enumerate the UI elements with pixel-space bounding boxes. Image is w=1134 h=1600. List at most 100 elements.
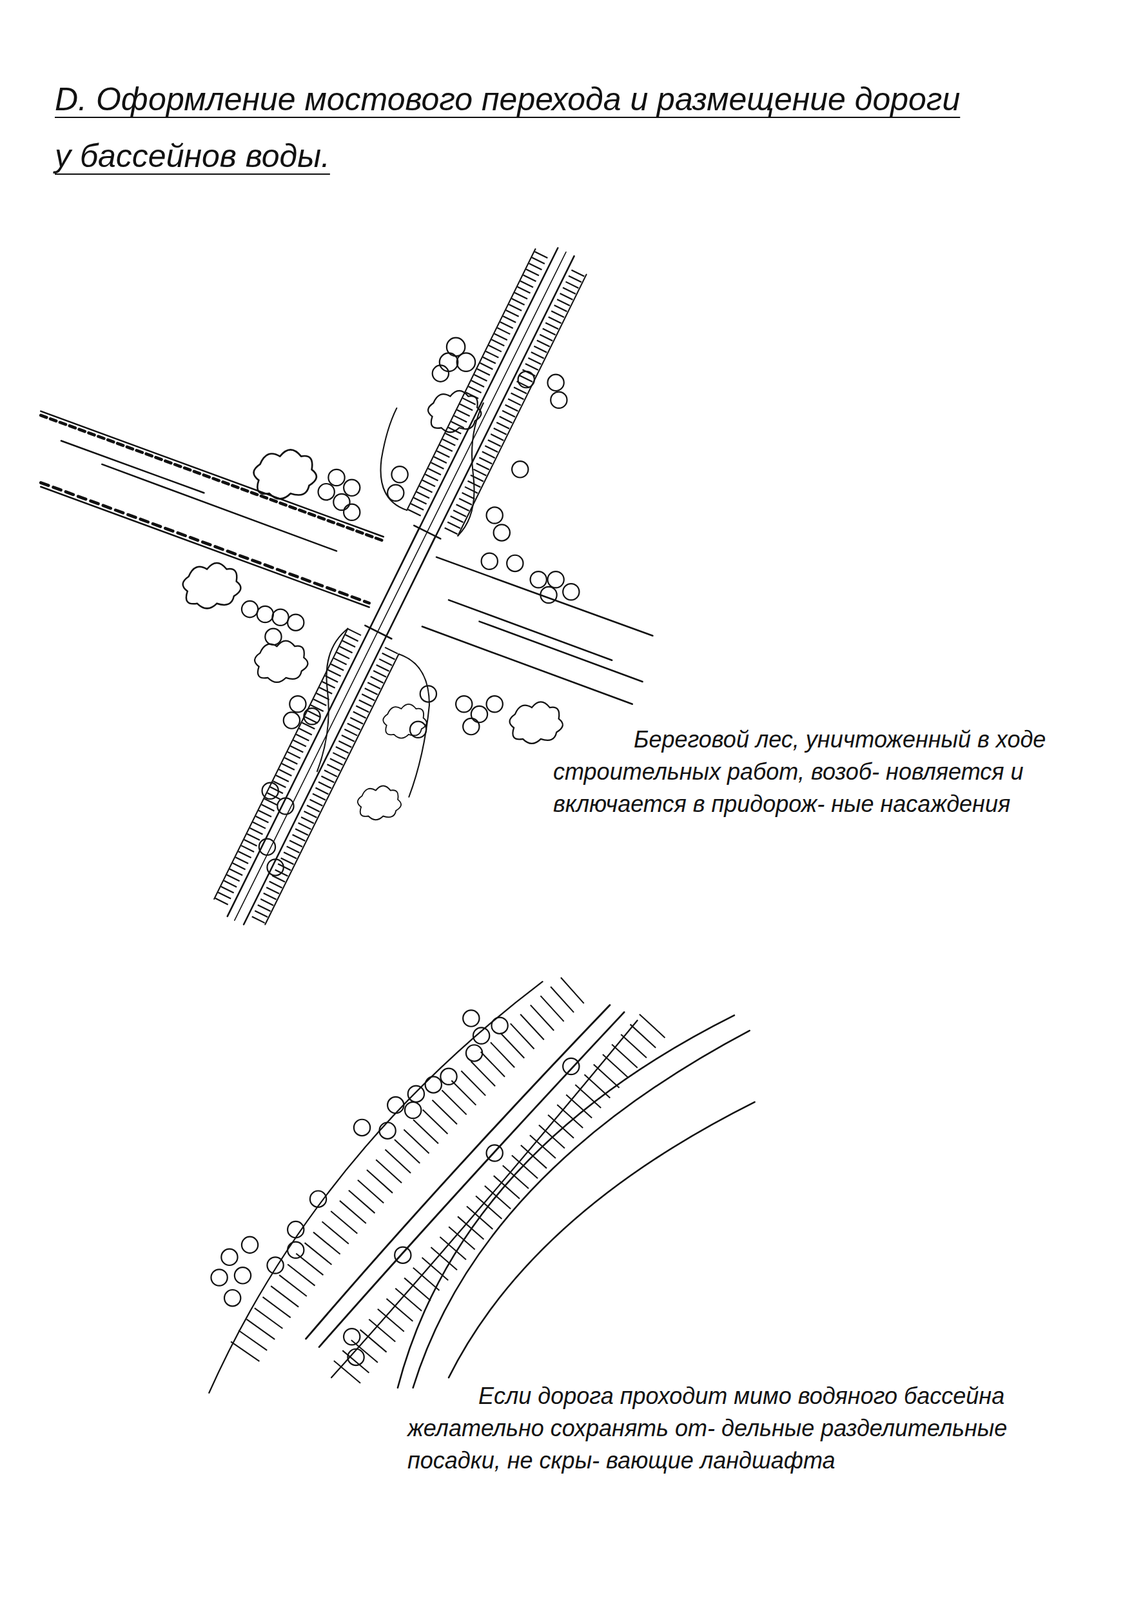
bush-symbols: [357, 785, 401, 821]
bridge-crossing: [40, 247, 653, 924]
tree-symbols: [241, 337, 580, 876]
river: [40, 411, 383, 538]
tree-symbols: [462, 718, 480, 735]
tree-symbols: [530, 571, 547, 588]
tree-symbols: [432, 364, 449, 382]
river: [397, 1014, 735, 1388]
road: [306, 1005, 625, 1347]
annotation-note: Береговой лес, уничтоженный в ходе строи…: [553, 723, 1108, 821]
bush-symbols: [428, 390, 481, 432]
tree-symbols: [511, 460, 528, 478]
river: [448, 1101, 755, 1378]
tree-symbols: [241, 600, 258, 617]
slope-edge: [208, 981, 637, 1393]
river: [40, 411, 653, 704]
tree-symbols: [343, 1328, 360, 1345]
tree-symbols: [486, 506, 503, 523]
tree-symbols: [466, 1044, 483, 1061]
tree-symbols: [547, 571, 564, 588]
tree-symbols: [287, 1221, 304, 1238]
slope-hatching: [450, 270, 579, 532]
slope-edge: [380, 408, 407, 510]
slope-edge: [208, 981, 543, 1393]
river: [436, 557, 653, 636]
slope-hatching: [221, 252, 579, 920]
road: [364, 625, 392, 639]
tree-symbols: [264, 628, 282, 645]
tree-symbols: [310, 1190, 327, 1207]
road: [227, 247, 559, 916]
slope-edge: [398, 653, 429, 797]
tree-symbols: [491, 1017, 508, 1034]
tree-symbols: [343, 504, 360, 521]
slope-hatching: [244, 989, 654, 1372]
river: [40, 415, 383, 541]
tree-symbols: [287, 1241, 304, 1258]
tree-symbols: [481, 553, 498, 570]
tree-symbols: [486, 1144, 503, 1161]
tree-symbols: [283, 711, 300, 728]
tree-symbols: [540, 586, 557, 603]
tree-symbols: [272, 609, 289, 626]
bush-symbols: [254, 640, 308, 683]
tree-symbols: [550, 391, 567, 409]
tree-symbols: [420, 685, 437, 702]
bush-symbols: [183, 562, 242, 608]
tree-symbols: [506, 555, 523, 572]
tree-symbols: [518, 371, 535, 388]
bush-symbols: [183, 390, 563, 820]
tree-symbols: [379, 1121, 396, 1138]
road-by-water: [208, 981, 755, 1393]
river: [40, 486, 369, 608]
bush-symbols: [382, 703, 427, 739]
tree-symbols: [287, 614, 304, 631]
tree-symbols: [425, 1075, 442, 1093]
road: [413, 525, 441, 539]
slope-hatching: [346, 1025, 654, 1372]
tree-symbols: [486, 695, 503, 712]
river: [61, 440, 204, 494]
river: [413, 1030, 750, 1388]
tree-symbols: [387, 1096, 404, 1113]
slope-edge: [331, 1019, 638, 1378]
river: [101, 464, 337, 551]
page-title: D. Оформление мостового перехода и разме…: [54, 70, 971, 185]
river: [479, 621, 643, 682]
river: [448, 599, 612, 660]
tree-symbols: [210, 1268, 227, 1285]
tree-symbols: [353, 1119, 371, 1136]
tree-symbols: [221, 1248, 238, 1265]
road: [306, 1005, 610, 1339]
river: [40, 482, 369, 603]
tree-symbols: [408, 1085, 425, 1102]
tree-symbols: [266, 858, 284, 875]
tree-symbols: [262, 782, 279, 799]
slope-edge: [457, 402, 484, 536]
slope-hatching: [257, 649, 392, 920]
tree-symbols: [210, 1009, 579, 1365]
tree-symbols: [404, 1101, 421, 1118]
slope-hatching: [413, 252, 543, 514]
slope-edge: [406, 248, 536, 510]
road: [234, 252, 567, 920]
tree-symbols: [224, 1289, 241, 1306]
tree-symbols: [462, 1009, 480, 1026]
tree-symbols: [562, 583, 579, 600]
tree-symbols: [234, 1266, 251, 1283]
tree-symbols: [562, 1057, 579, 1075]
slope-edge: [214, 628, 348, 899]
bush-symbols: [254, 449, 317, 499]
tree-symbols: [303, 707, 320, 724]
tree-symbols: [347, 1348, 364, 1365]
road: [386, 535, 436, 636]
road: [243, 255, 575, 924]
tree-symbols: [328, 469, 345, 486]
tree-symbols: [333, 493, 350, 510]
tree-symbols: [277, 797, 294, 814]
tree-symbols: [259, 838, 276, 855]
tree-symbols: [547, 374, 564, 391]
tree-symbols: [257, 606, 274, 623]
river: [422, 626, 633, 704]
road: [370, 527, 420, 628]
tree-symbols: [391, 466, 408, 483]
